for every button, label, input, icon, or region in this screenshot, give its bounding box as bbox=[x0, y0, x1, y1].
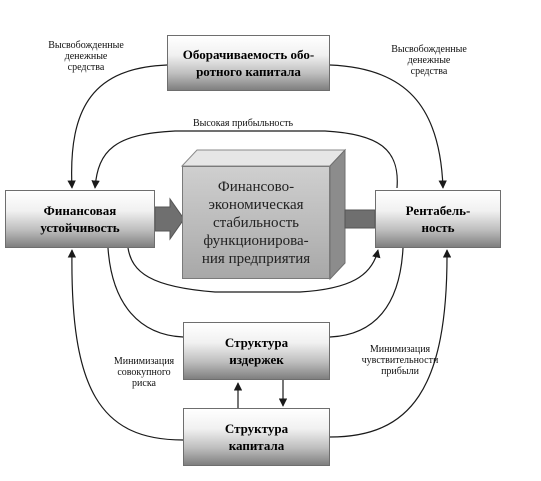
label-released-funds-right-1: Высвобожденные bbox=[391, 44, 467, 55]
label-released-funds-right: Высвобожденные денежные средства bbox=[381, 44, 477, 77]
arrow-turnover-to-financial bbox=[67, 64, 168, 189]
line-profitability-to-cost bbox=[329, 247, 404, 338]
arrow-capital-to-profitability bbox=[329, 249, 452, 438]
arrow-capital-to-financial bbox=[67, 249, 184, 441]
arrow-high-profitability bbox=[91, 130, 398, 189]
label-released-funds-right-3: средства bbox=[410, 66, 448, 77]
turnover-box: Оборачиваемость обо- ротного капитала bbox=[167, 35, 330, 91]
cost-structure-box: Структура издержек bbox=[183, 322, 330, 380]
profitability-box: Рентабель- ность bbox=[375, 190, 501, 248]
center-line-5: ния предприятия bbox=[201, 250, 311, 267]
financial-stability-box: Финансовая устойчивость bbox=[5, 190, 155, 248]
label-released-funds-left-2: денежные bbox=[64, 51, 108, 62]
arrow-turnover-to-profitability bbox=[329, 64, 447, 189]
label-min-total-risk-1: Минимизация bbox=[113, 356, 175, 367]
financial-stability-line-2: устойчивость bbox=[40, 220, 120, 235]
block-connector-to-profitability bbox=[344, 209, 376, 229]
center-line-2: экономическая bbox=[208, 196, 304, 213]
capital-structure-line-2: капитала bbox=[228, 438, 285, 453]
arrow-financial-to-profitability-bottom bbox=[127, 247, 381, 293]
profitability-line-2: ность bbox=[421, 220, 455, 235]
label-released-funds-left-3: средства bbox=[67, 62, 105, 73]
profitability-line-1: Рентабель- bbox=[405, 203, 471, 218]
cost-structure-line-2: издержек bbox=[229, 352, 284, 367]
label-released-funds-left: Высвобожденные денежные средства bbox=[38, 40, 134, 73]
label-high-profitability: Высокая прибыльность bbox=[168, 118, 318, 129]
label-high-profitability-text: Высокая прибыльность bbox=[192, 118, 294, 129]
label-min-profit-sensitivity: Минимизация чувствительности прибыли bbox=[345, 344, 455, 377]
turnover-line-2: ротного капитала bbox=[196, 64, 301, 79]
center-block: Финансово- экономическая стабильность фу… bbox=[182, 166, 330, 279]
label-released-funds-right-2: денежные bbox=[407, 55, 451, 66]
line-financial-to-cost bbox=[107, 247, 184, 338]
capital-structure-box: Структура капитала bbox=[183, 408, 330, 466]
label-min-profit-sensitivity-2: чувствительности bbox=[361, 355, 439, 366]
center-line-3: стабильность bbox=[212, 214, 299, 231]
center-block-top-face bbox=[180, 149, 347, 167]
capital-structure-line-1: Структура bbox=[224, 421, 289, 436]
center-line-1: Финансово- bbox=[217, 178, 295, 195]
financial-stability-line-1: Финансовая bbox=[43, 203, 117, 218]
turnover-line-1: Оборачиваемость обо- bbox=[182, 47, 315, 62]
center-block-side-face bbox=[329, 148, 346, 281]
label-released-funds-left-1: Высвобожденные bbox=[48, 40, 124, 51]
center-line-4: функционирова- bbox=[203, 232, 309, 249]
label-min-total-risk-3: риска bbox=[132, 378, 156, 389]
label-min-total-risk-2: совокупного bbox=[117, 367, 171, 378]
label-min-profit-sensitivity-3: прибыли bbox=[381, 366, 419, 377]
block-arrow-to-center bbox=[154, 197, 185, 241]
cost-structure-line-1: Структура bbox=[224, 335, 289, 350]
label-min-total-risk: Минимизация совокупного риска bbox=[97, 356, 191, 389]
label-min-profit-sensitivity-1: Минимизация bbox=[369, 344, 431, 355]
